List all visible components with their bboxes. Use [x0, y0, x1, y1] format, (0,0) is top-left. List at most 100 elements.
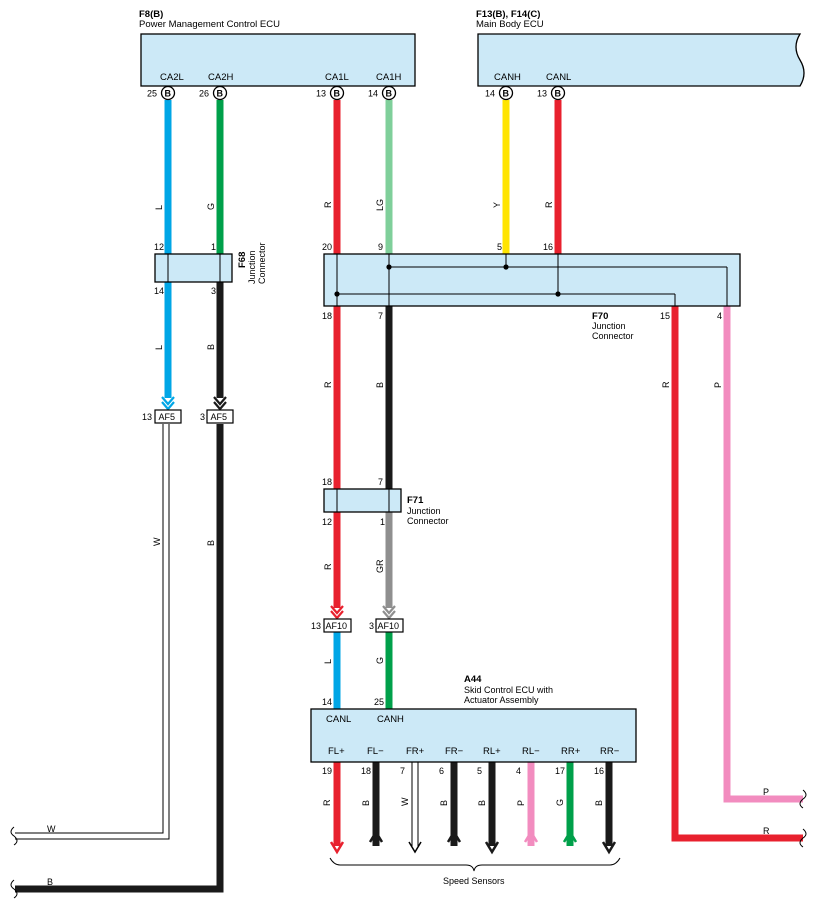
- pin-tag: B: [503, 89, 510, 99]
- ecu-f8-box: [140, 33, 416, 87]
- ecu-f8-pin-ca2h: CA2H: [208, 72, 233, 83]
- wire-color-label: R: [763, 826, 770, 836]
- a44-wire-color-label: B: [594, 800, 604, 806]
- sensor-arrow-down-icon: [601, 841, 617, 855]
- ecu-f8-pin-ca1l: CA1L: [325, 72, 349, 83]
- a44-pin-number: 19: [322, 766, 332, 776]
- pin-tag: B: [217, 89, 224, 99]
- a44-wire-color-label: W: [400, 797, 410, 806]
- a44-id: A44: [464, 674, 482, 685]
- wire-color-label: Y: [492, 202, 502, 208]
- f70-pin-number: 4: [717, 311, 722, 321]
- a44-wire-color-label: G: [555, 799, 565, 806]
- f70-pin-number: 20: [322, 242, 332, 252]
- pin-number: 26: [199, 89, 209, 99]
- af5-pin-number: 13: [142, 412, 152, 422]
- ecu-f8-pin-ca1h: CA1H: [376, 72, 401, 83]
- wire-color-label: R: [323, 563, 333, 570]
- a44-pin-label: FR−: [445, 746, 464, 757]
- pin-number: 14: [485, 89, 495, 99]
- f70-pin-number: 7: [378, 311, 383, 321]
- f70-id: F70: [592, 311, 608, 322]
- f71-connector-box: [323, 488, 402, 513]
- a44-pin-number: 5: [477, 766, 482, 776]
- wire-color-label: LG: [375, 199, 385, 211]
- pin-tag: B: [555, 89, 562, 99]
- f70-name-line1: Junction: [592, 321, 626, 331]
- af10-label: AF10: [378, 621, 400, 631]
- f71-pin-number: 18: [322, 477, 332, 487]
- pin-number: 13: [316, 89, 326, 99]
- ecu-f13-pin-canl: CANL: [546, 72, 571, 83]
- a44-top-pin-number: 25: [374, 697, 384, 707]
- wire-color-label: P: [713, 382, 723, 388]
- f71-pin-number: 1: [380, 517, 385, 527]
- f70-pin-number: 18: [322, 311, 332, 321]
- wire-color-label: GR: [375, 559, 385, 573]
- f70-connector-box: [323, 253, 741, 307]
- f71-name-line1: Junction: [407, 506, 441, 516]
- a44-top-pin-number: 14: [322, 697, 332, 707]
- sensor-arrow-up-icon: [562, 829, 578, 843]
- wire-color-label: W: [47, 824, 56, 834]
- ecu-f8-name: Power Management Control ECU: [139, 19, 280, 30]
- f68-pin-number: 3: [211, 286, 216, 296]
- f68-name-line1: Junction: [247, 250, 257, 284]
- wire-color-label: G: [375, 657, 385, 664]
- a44-pin-canh: CANH: [377, 714, 404, 725]
- f71-pin-number: 12: [322, 517, 332, 527]
- af10-pin-number: 3: [369, 621, 374, 631]
- sensor-arrow-down-icon: [329, 841, 345, 855]
- af10-tag-box: [323, 618, 352, 633]
- pin-tag: B: [386, 89, 393, 99]
- a44-name-line2: Actuator Assembly: [464, 695, 539, 705]
- wire-color-label: W: [152, 537, 162, 546]
- a44-pin-canl: CANL: [326, 714, 351, 725]
- a44-pin-number: 16: [594, 766, 604, 776]
- wire-color-label: P: [763, 787, 769, 797]
- wire-color-label: B: [206, 540, 216, 546]
- af10-tag-box: [375, 618, 404, 633]
- f70-pin-number: 9: [378, 242, 383, 252]
- a44-pin-number: 6: [439, 766, 444, 776]
- a44-pin-label: FL−: [367, 746, 384, 757]
- a44-wire-color-label: B: [439, 800, 449, 806]
- wire-af5-w: [15, 424, 169, 839]
- wire-color-label: L: [154, 345, 164, 350]
- pin-tag: B: [334, 89, 341, 99]
- f70-junction-dots: [334, 264, 561, 297]
- af5-chevrons: [161, 396, 227, 411]
- ecu-f13-id: F13(B), F14(C): [476, 9, 540, 20]
- a44-pin-label: FL+: [328, 746, 345, 757]
- f70-pin-number: 16: [543, 242, 553, 252]
- sensor-arrow-up-icon: [446, 829, 462, 843]
- a44-pin-label: FR+: [406, 746, 425, 757]
- af5-tag-box: [206, 409, 234, 424]
- wire-color-label: R: [544, 201, 554, 208]
- wire-color-label: R: [323, 381, 333, 388]
- f70-pin-number: 5: [497, 242, 502, 252]
- f68-pin-number: 1: [211, 242, 216, 252]
- pin-number: 13: [537, 89, 547, 99]
- wire-color-label: B: [47, 877, 53, 887]
- af10-pin-number: 13: [311, 621, 321, 631]
- ecu-pin-circles: [160, 85, 566, 101]
- af5-label: AF5: [211, 412, 228, 422]
- ecu-f13-name: Main Body ECU: [476, 19, 544, 30]
- a44-pin-number: 4: [516, 766, 521, 776]
- f70-pin-number: 15: [660, 311, 670, 321]
- af5-label: AF5: [159, 412, 176, 422]
- ecu-f13-pin-canh: CANH: [494, 72, 521, 83]
- a44-wire-color-label: B: [477, 800, 487, 806]
- wire-f70-15: [671, 306, 803, 842]
- f71-pin-number: 7: [378, 477, 383, 487]
- a44-pin-number: 17: [555, 766, 565, 776]
- a44-pin-label: RR−: [600, 746, 620, 757]
- a44-pin-number: 18: [361, 766, 371, 776]
- wire-color-label: B: [206, 344, 216, 350]
- speed-sensors-label: Speed Sensors: [443, 876, 505, 886]
- a44-name-line1: Skid Control ECU with: [464, 685, 553, 695]
- a44-wire-color-label: R: [322, 799, 332, 806]
- a44-wire-color-label: B: [361, 800, 371, 806]
